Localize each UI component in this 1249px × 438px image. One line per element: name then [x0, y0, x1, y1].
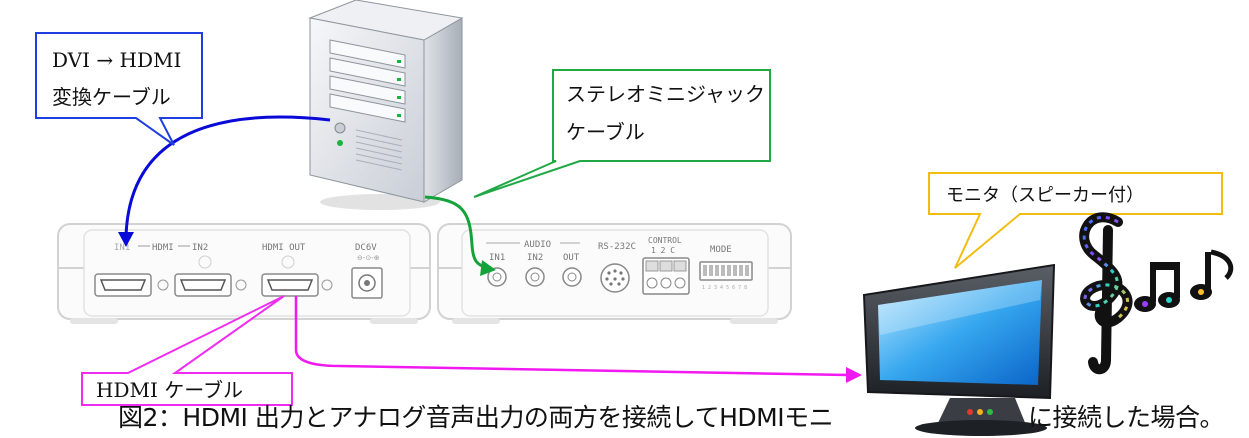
- audio-jacks: [487, 267, 582, 287]
- converter-device: HDMI IN1 IN2 HDMI OUT DC6V ⊖-⊙-⊕: [57, 223, 792, 324]
- mode-dip-switch: 1 2 3 4 5 6 7 8: [699, 261, 753, 291]
- caption-part-a: 図2：HDMI 出力とアナログ音声出力の両方を接続してHDMIモニ: [118, 403, 834, 432]
- monitor-callout: モニタ（スピーカー付）: [928, 172, 1223, 269]
- label-audio-out: OUT: [563, 253, 580, 263]
- control-terminal: [642, 257, 690, 295]
- stereo-cable: [424, 195, 488, 270]
- dvi-callout-line2: 変換ケーブル: [52, 85, 171, 109]
- dc-jack: ⊖-⊙-⊕: [351, 254, 383, 299]
- label-audio-in2: IN2: [527, 253, 543, 263]
- hdmi-callout: HDMI ケーブル: [81, 295, 293, 406]
- hdmi-in2-port: [174, 273, 247, 297]
- label-in1: IN1: [114, 243, 130, 253]
- dvi-hdmi-cable: [124, 115, 331, 237]
- label-audio-in1: IN1: [489, 253, 505, 263]
- pc-tower-icon: [308, 0, 464, 210]
- label-mode: MODE: [710, 245, 732, 255]
- stereo-cable-arrowhead: [480, 260, 496, 276]
- label-hdmi-out: HDMI OUT: [262, 243, 306, 253]
- label-control: CONTROL: [648, 236, 682, 245]
- caption-part-b: に接続した場合。: [1028, 403, 1225, 432]
- label-dc6v: DC6V: [355, 243, 377, 253]
- monitor-callout-text: モニタ（スピーカー付）: [946, 185, 1144, 206]
- monitor-icon: [862, 263, 1056, 436]
- label-hdmi: HDMI: [152, 243, 174, 253]
- figure-caption: 図2：HDMI 出力とアナログ音声出力の両方を接続してHDMIモニ に接続した場…: [118, 398, 1249, 434]
- label-in2: IN2: [192, 243, 208, 253]
- stereo-callout: ステレオミニジャック ケーブル: [473, 69, 771, 198]
- rs232c-port: [600, 263, 630, 293]
- label-rs232c: RS-232C: [598, 242, 636, 252]
- dvi-cable-arrowhead: [118, 232, 134, 247]
- dvi-callout: DVI → HDMI 変換ケーブル: [35, 32, 203, 146]
- hdmi-callout-text: HDMI ケーブル: [96, 378, 243, 402]
- hdmi-in1-port: [94, 273, 169, 297]
- svg-text:1 2 3 4 5 6 7 8: 1 2 3 4 5 6 7 8: [702, 285, 747, 291]
- stereo-callout-line1: ステレオミニジャック: [566, 82, 765, 106]
- svg-text:⊖-⊙-⊕: ⊖-⊙-⊕: [357, 254, 380, 262]
- label-audio: AUDIO: [524, 240, 551, 250]
- hdmi-cable-arrowhead: [846, 367, 862, 383]
- dvi-callout-line1: DVI → HDMI: [52, 48, 181, 72]
- music-notes-icon: [1079, 212, 1234, 375]
- label-control-pins: 1 2 C: [651, 246, 675, 255]
- hdmi-cable: [294, 296, 849, 377]
- hdmi-out-port: [261, 273, 333, 297]
- stereo-callout-line2: ケーブル: [566, 120, 645, 144]
